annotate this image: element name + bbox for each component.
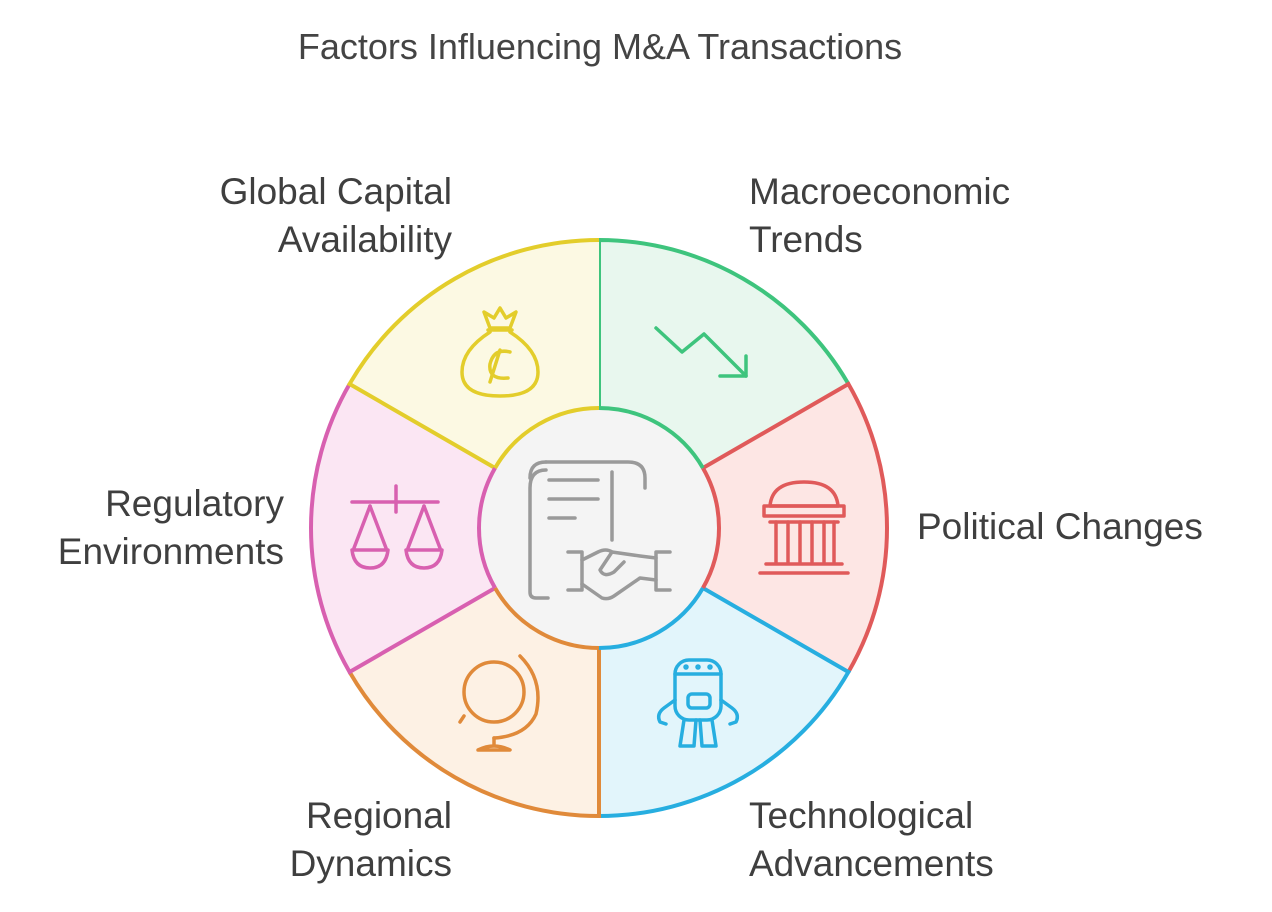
segment-technological-advancements-outline <box>598 586 852 818</box>
segment-global-capital-availability-inner-arc <box>493 406 600 470</box>
segment-macroeconomic-trends-inner-arc <box>598 406 705 470</box>
segment-technological-advancements-inner-arc <box>598 586 705 650</box>
label-regulatory-environments: Regulatory Environments <box>58 480 284 576</box>
trend-down-icon <box>654 326 748 378</box>
segment-political-changes-inner-arc <box>701 467 721 589</box>
label-line: Advancements <box>749 843 994 884</box>
label-line: Global Capital <box>219 171 452 212</box>
segment-regional-dynamics-inner-arc <box>493 586 600 650</box>
label-global-capital-availability: Global Capital Availability <box>220 168 452 264</box>
contract-handshake-icon <box>528 460 672 601</box>
segment-political-changes-outline <box>701 381 889 673</box>
segment-global-capital-availability-outline <box>346 238 600 470</box>
segment-regulatory-environments-outline <box>309 383 497 675</box>
segment-regulatory-environments-inner-arc <box>477 467 497 589</box>
segment-regional-dynamics-outline <box>347 648 601 819</box>
diagram-title: Factors Influencing M&A Transactions <box>297 26 903 67</box>
label-line: Macroeconomic <box>749 171 1011 212</box>
robot-icon <box>656 658 740 748</box>
label-line: Trends <box>749 219 863 260</box>
label-line: Dynamics <box>289 843 452 884</box>
label-regional-dynamics: Regional Dynamics <box>290 792 452 888</box>
label-line: Technological <box>749 795 974 836</box>
segment-global-capital-availability <box>349 240 599 468</box>
label-line: Regulatory <box>105 483 284 524</box>
government-building-icon <box>758 480 850 575</box>
label-line: Environments <box>57 531 284 572</box>
segment-macroeconomic-trends-outline <box>597 237 851 408</box>
money-bag-icon <box>460 306 540 398</box>
label-line: Availability <box>277 219 452 260</box>
globe-icon <box>458 654 540 752</box>
label-line: Political Changes <box>917 506 1203 547</box>
segment-political-changes <box>702 384 887 672</box>
label-line: Regional <box>305 795 452 836</box>
scales-icon <box>350 484 444 570</box>
label-technological-advancements: Technological Advancements <box>749 792 994 888</box>
label-macroeconomic-trends: Macroeconomic Trends <box>749 168 1010 264</box>
center-hub <box>479 408 719 648</box>
segment-regional-dynamics <box>349 588 599 816</box>
label-political-changes: Political Changes <box>917 503 1203 551</box>
segment-regulatory-environments <box>311 384 496 672</box>
